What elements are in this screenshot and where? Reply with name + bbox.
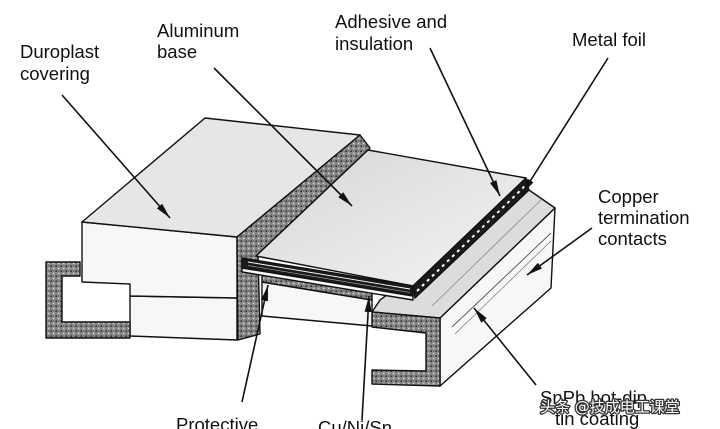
label-snpb-coating-line1: SnPb hot-dip [540,387,647,408]
arrow-duroplast-covering [61,94,171,219]
label-copper-termination-line1: Copper [598,186,659,207]
label-metal-foil: Metal foil [572,29,646,50]
arrow-metal-foil [521,57,609,195]
watermark: 头条 @技成电工课堂 [540,398,680,416]
label-copper-termination-line3: contacts [598,228,667,249]
callout-arrows [61,47,609,421]
layer-stack-front-line-1 [247,261,411,290]
label-adhesive-insulation-line2: insulation [335,33,413,54]
component-body [45,117,556,387]
right-termination-top-line [431,199,542,307]
tin-coating-line-upper [451,232,552,328]
left-termination-profile [45,261,131,339]
metal-foil-dashes [416,184,527,292]
label-snpb-coating-line2: tin coating [555,408,639,429]
label-duroplast-covering-line2: covering [20,63,90,84]
tin-coating-line-lower [454,240,552,335]
arrow-snpb-coating [473,307,537,386]
label-copper-termination-line2: termination [598,207,690,228]
label-protective: Protective [176,414,258,429]
arrow-aluminum-base [213,67,353,207]
arrow-copper-termination [526,227,593,276]
label-duroplast-covering-line1: Duroplast [20,41,99,62]
arrow-cu-ni-sn [361,295,372,421]
left-lower-front-face [129,295,238,341]
arrow-adhesive-insulation [429,47,501,197]
label-adhesive-insulation-line1: Adhesive and [335,11,447,32]
callout-labels: Duroplast covering Aluminum base Adhesiv… [20,11,690,429]
label-aluminum-base-line1: Aluminum [157,20,239,41]
layer-stack-front-strip [241,267,414,301]
right-termination-profile [371,311,441,387]
label-cu-ni-sn: Cu/Ni/Sn [318,417,392,429]
arrow-protective [241,284,269,403]
label-aluminum-base-line2: base [157,41,197,62]
layer-stack-front-line-2 [247,265,411,293]
